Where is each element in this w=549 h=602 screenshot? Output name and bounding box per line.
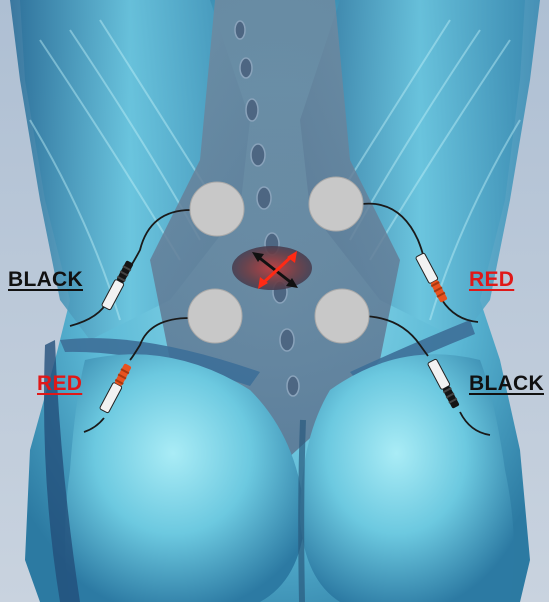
cable-bottom-left xyxy=(130,318,190,360)
label-black-top-left: BLACK xyxy=(8,268,83,292)
cable-top-right xyxy=(362,204,423,255)
cable-bottom-right xyxy=(360,316,428,356)
cable-top-left xyxy=(128,210,191,270)
electrode-pad-top-left xyxy=(190,182,244,236)
cable-bottom-right-tail xyxy=(460,412,490,435)
lead-top-left xyxy=(101,260,134,311)
electrode-pad-bottom-right xyxy=(315,289,369,343)
cable-bottom-left-tail xyxy=(84,418,104,432)
label-red-bottom-left: RED xyxy=(37,372,82,396)
label-black-bottom-right: BLACK xyxy=(469,372,544,396)
electrode-pad-bottom-left xyxy=(188,289,242,343)
electrode-pad-top-right xyxy=(309,177,363,231)
crossed-double-arrows-icon xyxy=(232,246,312,290)
cable-top-right-tail xyxy=(442,300,478,322)
lead-bottom-right xyxy=(427,359,460,410)
lead-top-right xyxy=(415,253,448,304)
lead-bottom-left xyxy=(99,363,132,414)
label-red-top-right: RED xyxy=(469,268,514,292)
